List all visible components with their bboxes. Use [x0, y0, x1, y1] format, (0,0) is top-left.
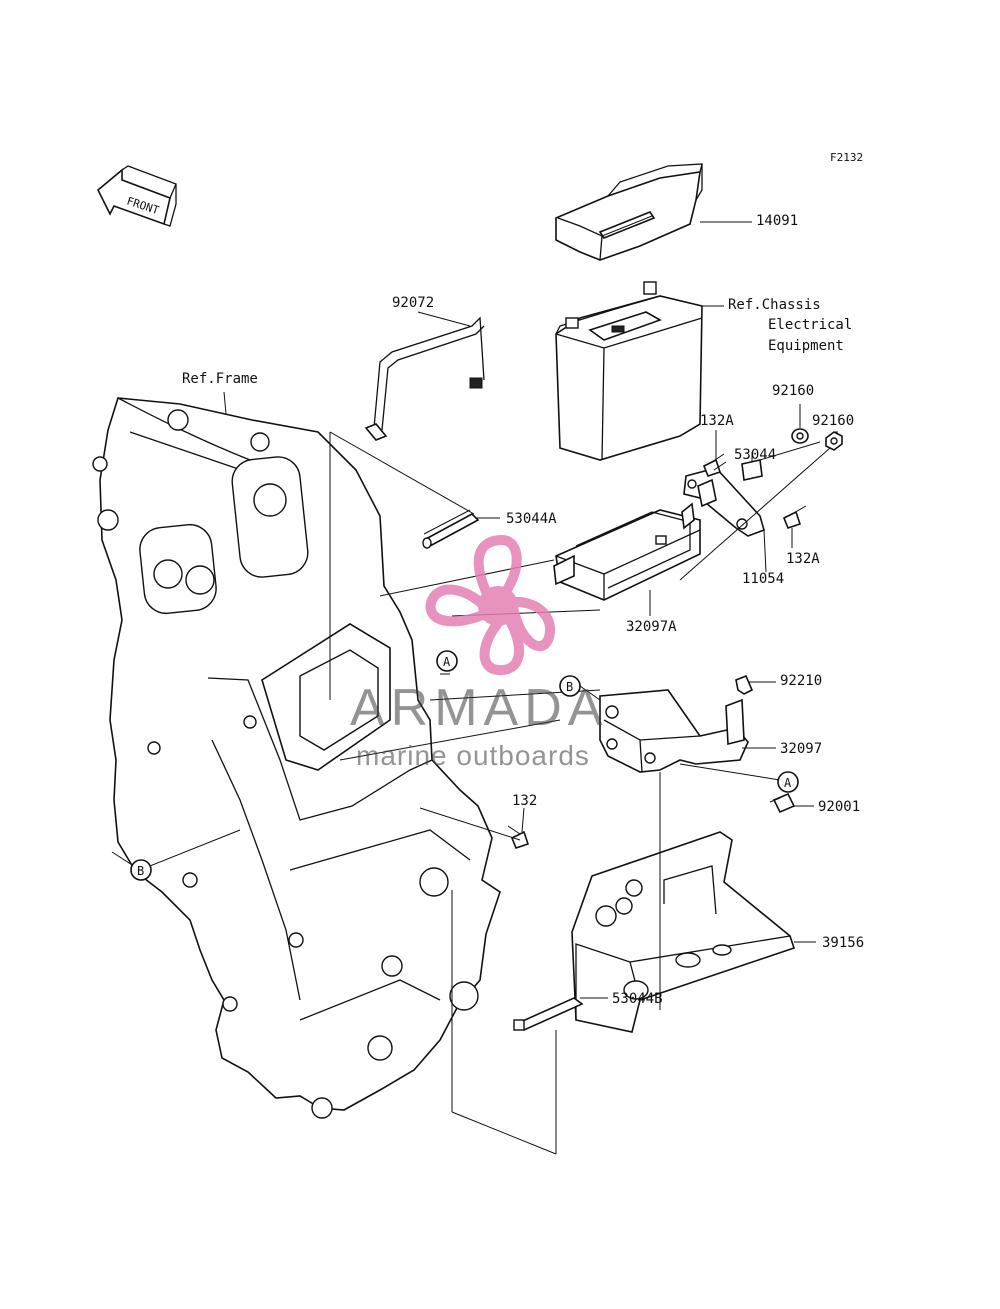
cushion-53044 — [741, 459, 763, 481]
callout-53044B: 53044B — [612, 991, 663, 1007]
callout-39156: 39156 — [822, 935, 865, 951]
nut-92160-lower — [825, 431, 843, 451]
figure-code: F2132 — [830, 151, 864, 164]
watermark-brand: ARMADA — [350, 679, 609, 737]
front-direction-arrow-icon: FRONT — [97, 165, 177, 227]
marker-a-lower: A — [777, 771, 799, 793]
svg-text:B: B — [137, 864, 144, 878]
svg-text:B: B — [566, 680, 573, 694]
marker-a-upper: A — [436, 650, 458, 672]
callout-92072: 92072 — [392, 295, 435, 311]
bolt-132A-upper — [702, 453, 727, 477]
callout-32097: 32097 — [780, 741, 823, 757]
callout-92160-upper: 92160 — [772, 383, 815, 399]
callout-92001: 92001 — [818, 799, 861, 815]
ref-chassis-line1: Ref.Chassis — [728, 297, 821, 313]
battery-cover-14091 — [555, 163, 703, 261]
bracket-32097 — [599, 689, 749, 773]
callout-53044A: 53044A — [506, 511, 557, 527]
pad-53044A — [422, 509, 480, 549]
clip-92210 — [735, 674, 754, 695]
bolt-132A-lower — [782, 505, 807, 529]
svg-text:A: A — [784, 776, 792, 790]
callout-132A-upper: 132A — [700, 413, 734, 429]
callout-53044: 53044 — [734, 447, 777, 463]
marker-b-right: B — [559, 675, 581, 697]
battery-strap-92072 — [364, 316, 485, 441]
nut-92160-upper — [791, 428, 809, 444]
callout-132A-lower: 132A — [786, 551, 820, 567]
battery — [555, 281, 703, 461]
watermark-tagline: marine outboards — [356, 740, 590, 771]
callout-92210: 92210 — [780, 673, 823, 689]
svg-text:A: A — [443, 655, 451, 669]
callout-11054: 11054 — [742, 571, 785, 587]
battery-case-32097A — [553, 502, 701, 601]
pad-53044B — [513, 997, 584, 1031]
callout-132: 132 — [512, 793, 538, 809]
motorcycle-frame — [92, 397, 501, 1119]
ref-chassis-line3: Equipment — [768, 338, 844, 354]
bracket-11054 — [683, 467, 765, 537]
bolt-92001 — [769, 792, 796, 814]
callout-14091: 14091 — [756, 213, 799, 229]
ref-chassis-line2: Electrical — [768, 317, 853, 333]
battery-tray-39156 — [571, 831, 796, 1033]
callout-92160-lower: 92160 — [812, 413, 855, 429]
marker-b-left: B — [130, 859, 152, 881]
callout-32097A: 32097A — [626, 619, 677, 635]
watermark-propeller-logo — [425, 534, 555, 676]
ref-frame-label: Ref.Frame — [182, 371, 258, 387]
